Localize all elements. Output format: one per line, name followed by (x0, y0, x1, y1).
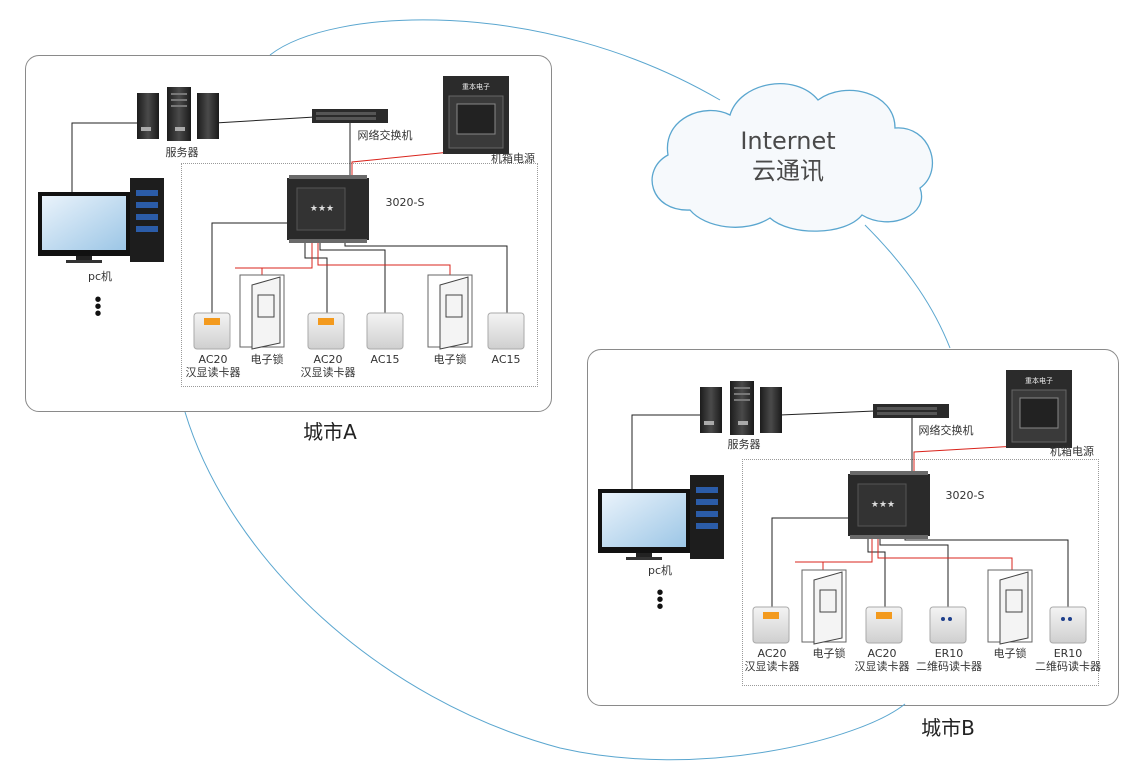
city-b-reader-3-icon (929, 606, 967, 644)
city-a-device-2-label: 电子锁 (250, 353, 284, 366)
city-a-more-dots: ••• (94, 289, 102, 325)
city-b-device-6-label: ER10 二维码读卡器 (1033, 647, 1103, 673)
city-a-caption: 城市A (303, 420, 357, 444)
city-b-pc-icon (598, 475, 724, 560)
city-a-device-3-label: AC20 汉显读卡器 (298, 353, 358, 379)
city-b-controller-stars: ★★★ (871, 500, 895, 510)
city-a-device-6-label: AC15 (491, 353, 521, 366)
city-a-reader-1-icon (193, 312, 231, 350)
city-b-power-box-icon (1006, 370, 1072, 448)
city-b-reader-4-icon (1049, 606, 1087, 644)
city-a-device-3-type: 汉显读卡器 (300, 366, 356, 379)
city-b-device-4-model: ER10 (934, 647, 964, 660)
city-b-device-2-label: 电子锁 (812, 647, 846, 660)
city-b-lock-2-icon (987, 569, 1033, 645)
city-a-device-4-label: AC15 (370, 353, 400, 366)
city-b-device-1-type: 汉显读卡器 (744, 660, 800, 673)
city-a-power-box-icon (443, 76, 509, 154)
cloud-line-1: Internet (740, 127, 836, 155)
city-b-switch-label: 网络交换机 (918, 424, 974, 437)
city-b-device-6-type: 二维码读卡器 (1035, 660, 1101, 673)
city-b-device-4-label: ER10 二维码读卡器 (914, 647, 984, 673)
city-a-controller-label: 3020-S (385, 196, 425, 209)
internet-link-arc (184, 19, 951, 761)
city-a-lock-2-icon (427, 274, 473, 350)
city-b-controller-label: 3020-S (945, 489, 985, 502)
cloud-line-2: 云通讯 (752, 157, 824, 185)
city-a-controller-stars: ★★★ (310, 204, 334, 214)
city-a-reader-3-icon (366, 312, 404, 350)
city-b-switch-icon (873, 404, 949, 418)
city-a-server-icon (137, 87, 219, 141)
city-b-server-icon (700, 381, 782, 435)
city-b-device-3-label: AC20 汉显读卡器 (852, 647, 912, 673)
city-b-device-3-model: AC20 (867, 647, 897, 660)
city-b-wires (631, 410, 1069, 607)
city-b-device-1-label: AC20 汉显读卡器 (742, 647, 802, 673)
city-a-device-1-model: AC20 (198, 353, 228, 366)
city-a-server-label: 服务器 (165, 146, 199, 159)
city-a-lock-1-icon (239, 274, 285, 350)
city-b-device-1-model: AC20 (757, 647, 787, 660)
city-a-reader-4-icon (487, 312, 525, 350)
city-a-device-1-label: AC20 汉显读卡器 (183, 353, 243, 379)
city-a-power-box-label: 重本电子 (462, 82, 490, 91)
city-b-caption: 城市B (921, 716, 975, 740)
city-a-device-1-type: 汉显读卡器 (185, 366, 241, 379)
city-a-switch-label: 网络交换机 (357, 129, 413, 142)
city-a-switch-icon (312, 109, 388, 123)
city-b-device-4-type: 二维码读卡器 (916, 660, 982, 673)
city-a-pc-icon (38, 178, 164, 263)
city-b-power-label: 机箱电源 (1050, 445, 1094, 458)
city-b-device-5-label: 电子锁 (993, 647, 1027, 660)
city-b-lock-1-icon (801, 569, 847, 645)
city-a-controller-icon (287, 175, 369, 243)
city-a-reader-2-icon (307, 312, 345, 350)
cloud-title: Internet 云通讯 (688, 126, 888, 186)
city-b-reader-1-icon (752, 606, 790, 644)
city-b-power-box-label: 重本电子 (1025, 376, 1053, 385)
city-a-device-3-model: AC20 (313, 353, 343, 366)
cloud-icon (651, 83, 934, 232)
city-b-device-6-model: ER10 (1053, 647, 1083, 660)
city-b-more-dots: ••• (656, 582, 664, 618)
city-a-power-label: 机箱电源 (491, 152, 535, 165)
city-b-pc-label: pc机 (647, 564, 673, 577)
city-b-server-label: 服务器 (727, 438, 761, 451)
city-a-device-5-label: 电子锁 (433, 353, 467, 366)
city-b-reader-2-icon (865, 606, 903, 644)
city-a-controller-zone (181, 163, 538, 387)
city-b-controller-icon (848, 471, 930, 539)
city-b-controller-zone (742, 459, 1099, 686)
city-a-wires (71, 116, 508, 313)
city-b-device-3-type: 汉显读卡器 (854, 660, 910, 673)
city-a-pc-label: pc机 (87, 270, 113, 283)
